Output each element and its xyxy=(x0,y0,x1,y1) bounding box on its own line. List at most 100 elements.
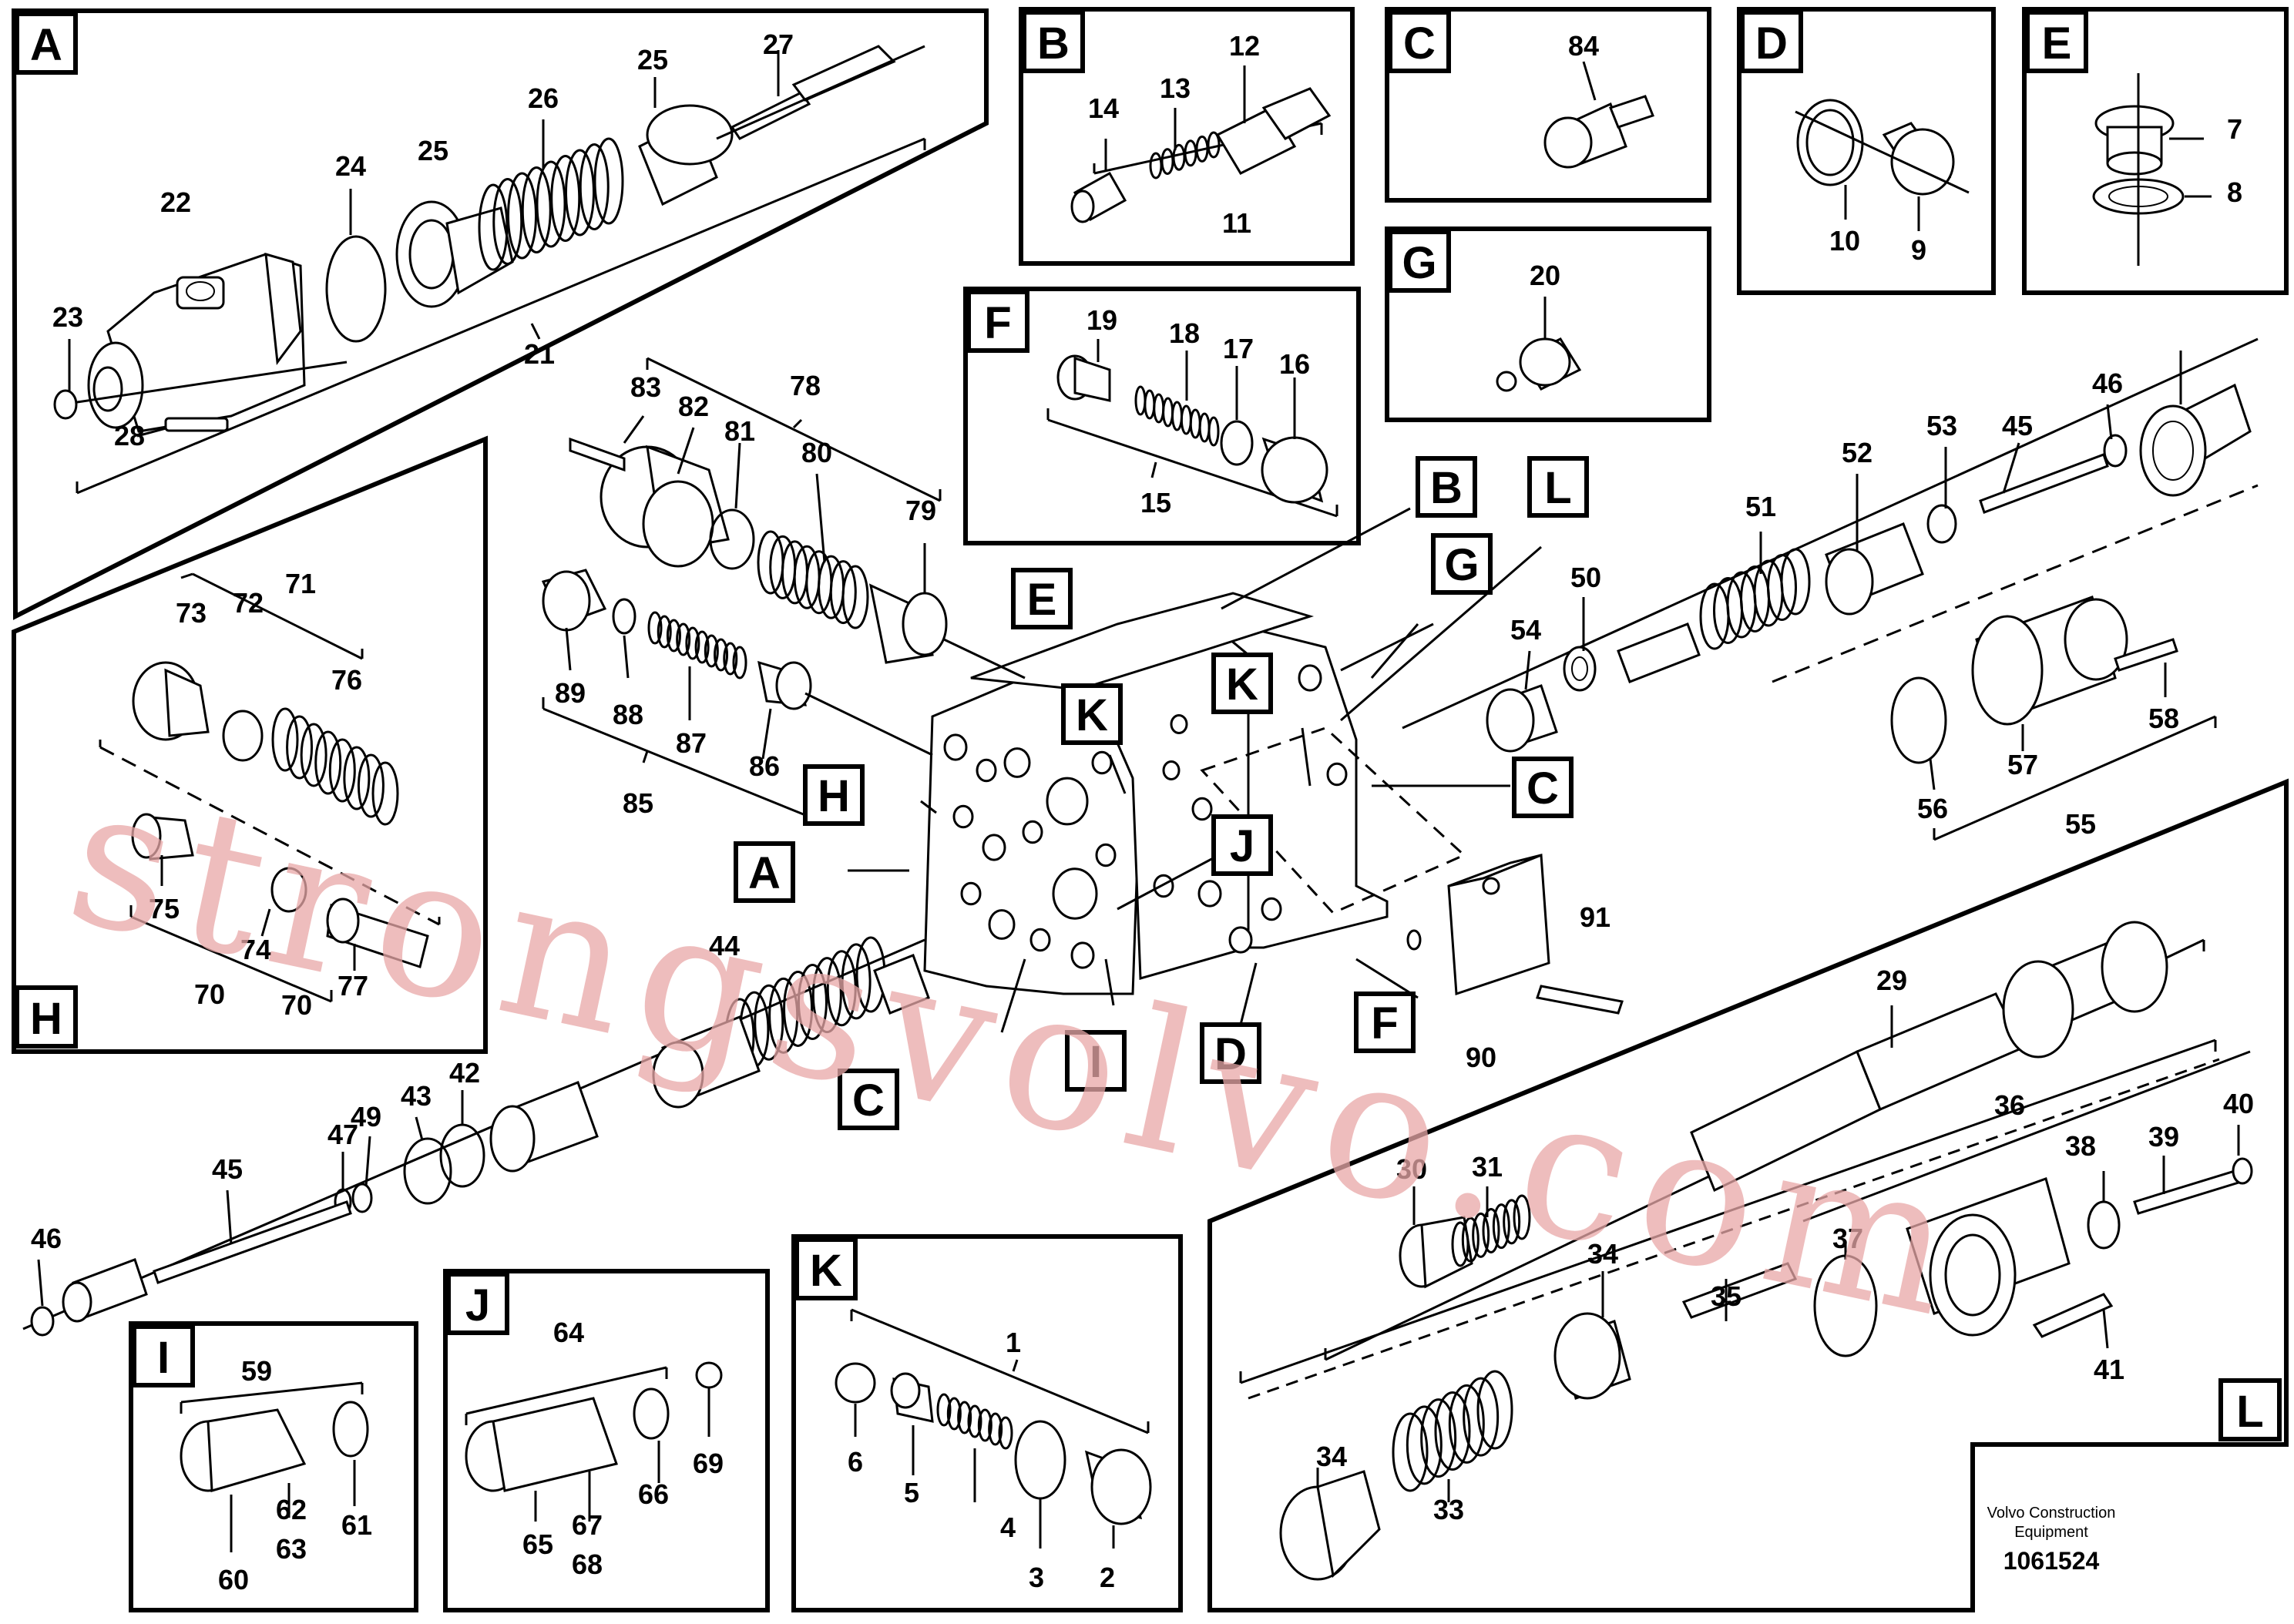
part-number-label: 42 xyxy=(449,1057,480,1089)
part-number-label: 78 xyxy=(790,370,821,401)
svg-text:K: K xyxy=(1226,659,1258,710)
panel-letter: I xyxy=(157,1333,170,1383)
spring-coil xyxy=(1149,131,1221,180)
panel-l: L xyxy=(1207,778,2289,1612)
callout-i: I xyxy=(1065,1030,1127,1092)
part-number-label: 77 xyxy=(338,970,368,1002)
part-number-label: 6 xyxy=(848,1446,863,1478)
part-number-label: 15 xyxy=(1140,487,1171,518)
part-number-label: 25 xyxy=(637,44,668,75)
callout-b: B xyxy=(1416,456,1477,518)
part-number-label: 31 xyxy=(1472,1151,1503,1183)
part-number-label: 70 xyxy=(194,978,225,1010)
panel-letter: L xyxy=(2236,1387,2263,1437)
part-number-label: 8 xyxy=(2227,176,2242,208)
part-number-label: 14 xyxy=(1088,92,1119,124)
part-number-label: 5 xyxy=(904,1477,919,1508)
spring-coil xyxy=(936,1393,1013,1450)
part-number-label: 58 xyxy=(2148,703,2179,734)
callout-k: K xyxy=(1211,653,1273,714)
spring-coil xyxy=(1451,1194,1531,1267)
panel-b: B xyxy=(1019,7,1355,266)
part-number-label: 61 xyxy=(341,1509,372,1541)
spring-coil xyxy=(478,137,624,271)
panel-h-artwork xyxy=(99,572,441,1003)
part-number-label: 55 xyxy=(2065,808,2096,840)
group-77-84-artwork xyxy=(541,357,1026,818)
part-number-label: 64 xyxy=(553,1317,584,1348)
panel-j: J xyxy=(443,1269,770,1612)
part-number-label: 74 xyxy=(240,934,271,965)
part-number-label: 81 xyxy=(724,415,755,447)
part-number-label: 53 xyxy=(1926,410,1957,441)
part-number-label: 65 xyxy=(522,1528,553,1560)
part-number-label: 62 xyxy=(276,1494,307,1525)
svg-text:H: H xyxy=(818,771,850,821)
valve-body-ports xyxy=(943,664,1348,969)
svg-text:J: J xyxy=(1230,821,1254,871)
part-number-label: 73 xyxy=(176,597,207,629)
part-number-label: 27 xyxy=(763,29,794,60)
callout-e: E xyxy=(1011,568,1073,629)
svg-text:A: A xyxy=(748,848,781,898)
part-number-label: 30 xyxy=(1396,1153,1427,1185)
part-number-label: 28 xyxy=(114,420,145,451)
part-number-label: 86 xyxy=(749,750,780,782)
part-number-label: 12 xyxy=(1229,30,1260,62)
part-number-label: 25 xyxy=(418,135,448,166)
svg-text:K: K xyxy=(1076,690,1108,740)
part-number-label: 4 xyxy=(1000,1512,1016,1543)
part-number-label: 21 xyxy=(524,338,555,370)
svg-text:F: F xyxy=(1371,998,1398,1049)
part-number-label: 10 xyxy=(1829,225,1860,257)
panel-letter: A xyxy=(30,20,62,70)
panel-letter: C xyxy=(1403,18,1436,69)
left-spool-artwork xyxy=(22,936,930,1337)
spring-coil xyxy=(1134,385,1220,447)
footer-company-line2: Equipment xyxy=(2014,1524,2088,1541)
part-number-label: 66 xyxy=(638,1478,669,1510)
part-number-label: 41 xyxy=(2094,1354,2124,1385)
callout-c: C xyxy=(1512,757,1574,818)
panel-k-artwork xyxy=(835,1308,1152,1549)
panel-b-artwork xyxy=(1070,65,1332,223)
part-number-label: 45 xyxy=(2002,410,2033,441)
part-number-label: 22 xyxy=(160,186,191,218)
svg-text:G: G xyxy=(1444,540,1479,590)
panel-h: H xyxy=(12,435,488,1054)
callout-h: H xyxy=(803,764,865,826)
svg-text:I: I xyxy=(1090,1037,1102,1087)
panel-d: D xyxy=(1737,7,1996,295)
part-number-label: 9 xyxy=(1911,234,1926,266)
part-number-label: 79 xyxy=(905,495,936,526)
part-number-label: 84 xyxy=(1568,30,1599,62)
part-number-label: 11 xyxy=(1222,207,1251,239)
part-number-label: 90 xyxy=(1466,1042,1496,1073)
spring-coil xyxy=(1392,1370,1513,1492)
part-number-label: 83 xyxy=(630,371,661,403)
part-number-label: 20 xyxy=(1530,260,1560,291)
panel-j-artwork xyxy=(465,1361,723,1522)
part-number-label: 24 xyxy=(335,150,366,182)
part-number-label: 13 xyxy=(1160,72,1191,104)
part-number-label: 68 xyxy=(572,1549,603,1580)
panel-letter: D xyxy=(1755,18,1788,69)
part-number-label: 91 xyxy=(1580,901,1611,933)
part-number-label: 59 xyxy=(241,1355,272,1387)
footer-drawing-number: 1061524 xyxy=(2003,1547,2100,1575)
part-number-label: 39 xyxy=(2148,1121,2179,1153)
part-number-label: 57 xyxy=(2007,749,2038,780)
part-number-label: 18 xyxy=(1169,317,1200,349)
part-number-label: 36 xyxy=(1994,1089,2025,1121)
part-number-label: 3 xyxy=(1029,1562,1044,1593)
panel-letter: H xyxy=(30,994,62,1044)
panel-c: C xyxy=(1385,7,1711,203)
part-number-label: 54 xyxy=(1510,614,1541,646)
part-number-label: 80 xyxy=(801,437,832,468)
panel-a: A xyxy=(11,8,989,620)
part-number-label: 1 xyxy=(1006,1327,1021,1358)
panel-g: G xyxy=(1385,226,1711,422)
panel-a-artwork xyxy=(53,45,926,495)
callout-f: F xyxy=(1354,992,1416,1053)
